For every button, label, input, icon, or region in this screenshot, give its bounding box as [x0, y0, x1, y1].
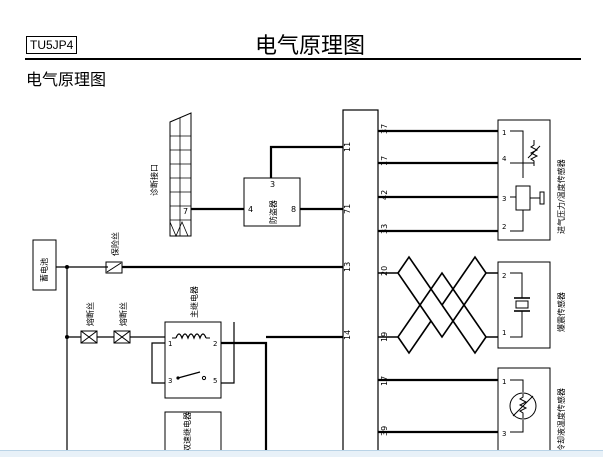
model-code: TU5JP4	[26, 36, 78, 54]
dual-relay-label: 双速继电器	[182, 412, 192, 452]
fusible-link-1: 熔断丝	[80, 302, 98, 344]
diag-connector-label: 诊断接口	[149, 164, 159, 196]
relay-pin-2: 2	[213, 340, 217, 348]
wire-relay-out	[221, 341, 268, 456]
diagnostic-connector: 7 诊断接口	[149, 112, 192, 238]
coolant-pin-1: 1	[502, 378, 506, 386]
viewer-bottom-edge	[0, 450, 603, 457]
fuse: 保险丝	[105, 232, 123, 274]
intake-pin-4: 4	[502, 155, 507, 163]
ecu-pin-20: 20	[380, 266, 389, 276]
main-relay: 1 2 3 5 主继电器	[164, 286, 222, 399]
page-title: 电气原理图	[254, 34, 365, 59]
wire-immobilizer-ecu11	[269, 145, 343, 178]
ecu-pin-17a: 17	[380, 156, 389, 166]
fusible-link-2-label: 熔断丝	[118, 302, 128, 326]
pressure-element-icon	[510, 185, 531, 211]
ecu-pin-33: 33	[380, 224, 389, 234]
intake-pin-3: 3	[502, 195, 506, 203]
relay-pin-5: 5	[213, 377, 217, 385]
immobilizer: 3 4 8 防盗器	[243, 177, 301, 227]
wire-relay-5	[221, 322, 235, 384]
intake-sensor: 1 4 3 2 进气压力/温度传感器	[497, 119, 566, 241]
resistor-icon	[529, 140, 539, 166]
relay-pin-1: 1	[168, 340, 172, 348]
knock-sensor: 2 1 爆震传感器	[497, 261, 566, 349]
relay-pin-3: 3	[168, 377, 172, 385]
thermistor-icon	[509, 392, 537, 420]
ecu-pin-14: 14	[343, 330, 352, 340]
ecu-pin-42: 42	[380, 190, 389, 200]
relay-switch-icon	[177, 371, 201, 379]
immobilizer-pin-3: 3	[270, 180, 275, 189]
battery-label: 蓄电池	[39, 258, 49, 282]
header-rule	[25, 58, 581, 60]
twisted-pair-knock	[378, 255, 498, 355]
junction-bus	[65, 335, 69, 339]
ecu-pin-37: 37	[380, 124, 389, 134]
immobilizer-label: 防盗器	[268, 200, 278, 224]
ecu-pin-71: 71	[343, 204, 352, 214]
ecu-pin-13: 13	[343, 262, 352, 272]
coolant-sensor-label: 冷却液温度传感器	[556, 388, 566, 452]
main-relay-label: 主继电器	[189, 286, 199, 318]
knock-sensor-label: 爆震传感器	[556, 292, 566, 332]
coolant-pin-3: 3	[502, 430, 506, 438]
immobilizer-pin-8: 8	[291, 205, 296, 214]
intake-pin-1: 1	[502, 129, 506, 137]
dual-relay: 双速继电器	[164, 411, 222, 456]
diag-pin-label: 7	[183, 207, 188, 216]
relay-coil-icon	[175, 333, 207, 340]
fuse-label: 保险丝	[110, 232, 120, 256]
battery: 蓄电池	[32, 239, 57, 291]
wire-relay-3	[151, 342, 165, 384]
immobilizer-pin-4: 4	[248, 205, 253, 214]
fusible-link-2: 熔断丝	[113, 302, 131, 344]
section-title: 电气原理图	[26, 70, 107, 89]
fusible-link-1-label: 熔断丝	[85, 302, 95, 326]
junction-battery	[65, 265, 69, 269]
intake-sensor-label: 进气压力/温度传感器	[556, 159, 566, 234]
coolant-sensor: 1 3 冷却液温度传感器	[497, 367, 566, 456]
knock-pin-2: 2	[502, 272, 506, 280]
ecu-block	[342, 109, 379, 456]
knock-pin-1: 1	[502, 329, 506, 337]
intake-pin-2: 2	[502, 223, 506, 231]
ecu-pin-11: 11	[343, 142, 352, 152]
